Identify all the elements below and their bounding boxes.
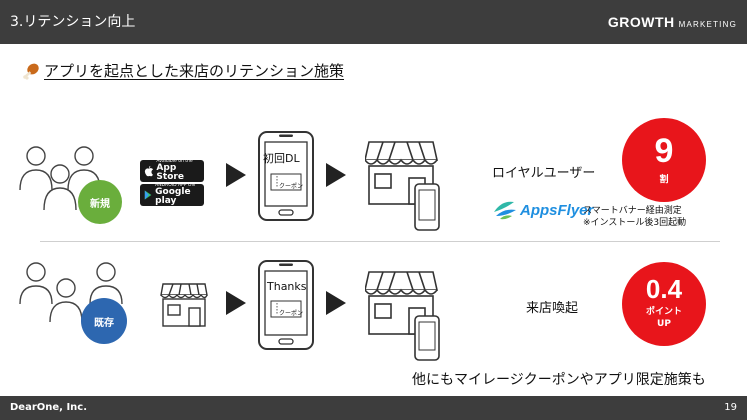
subtitle-text: アプリを起点とした来店のリテンション施策 bbox=[44, 62, 345, 80]
appsflyer-note-line2: ※インストール後3回起動 bbox=[583, 218, 687, 229]
point-stat-circle: 0.4 ポイント UP bbox=[622, 262, 706, 346]
point-stat-value: 0.4 bbox=[645, 274, 683, 304]
appsflyer-note-line1: スマートバナー経由測定 bbox=[583, 206, 682, 216]
point-stat-unit-line1: ポイント bbox=[645, 307, 682, 317]
appsflyer-note: スマートバナー経由測定 ※インストール後3回起動 bbox=[583, 205, 686, 229]
store-with-phone-icon bbox=[365, 271, 440, 361]
app-store-small: Available on the bbox=[156, 158, 193, 164]
row-divider bbox=[40, 241, 720, 242]
visit-prompt-label: 来店喚起 bbox=[526, 301, 579, 316]
point-stat-unit-line2: UP bbox=[657, 319, 671, 329]
google-play-icon bbox=[144, 190, 152, 200]
appsflyer-name: AppsFlyer bbox=[520, 201, 594, 219]
page-number: 19 bbox=[724, 402, 737, 413]
loyal-stat-unit: 割 bbox=[659, 175, 669, 185]
store-with-phone-icon bbox=[365, 141, 440, 231]
loyal-user-label: ロイヤルユーザー bbox=[492, 166, 596, 181]
phone-icon bbox=[258, 131, 314, 221]
google-play-small: ANDROID APP ON bbox=[155, 182, 195, 188]
phone-thanks-text: Thanks bbox=[267, 280, 307, 293]
existing-users-group-icon bbox=[19, 262, 123, 323]
phone-icon bbox=[258, 260, 314, 350]
chicken-leg-icon bbox=[23, 63, 39, 80]
store-icon bbox=[160, 283, 208, 327]
existing-badge: 既存 bbox=[81, 298, 127, 344]
company-name: DearOne, Inc. bbox=[10, 402, 88, 413]
page-title: 3.リテンション向上 bbox=[10, 14, 136, 30]
appsflyer-logo: AppsFlyer bbox=[492, 200, 593, 220]
coupon-label-existing: クーポン bbox=[279, 310, 304, 317]
appsflyer-leaf-icon bbox=[494, 201, 516, 220]
loyal-stat-circle: 9 割 bbox=[622, 118, 706, 202]
section-subtitle: アプリを起点とした来店のリテンション施策 bbox=[22, 60, 344, 81]
arrow-right-icon bbox=[226, 291, 246, 315]
arrow-right-icon bbox=[226, 163, 246, 187]
arrow-right-icon bbox=[326, 163, 346, 187]
google-play-large: Google play bbox=[155, 187, 191, 207]
arrow-right-icon bbox=[326, 291, 346, 315]
logo-main: GROWTH bbox=[607, 14, 675, 30]
logo-sub: MARKETING bbox=[678, 20, 737, 29]
footer-bar: DearOne, Inc. 19 bbox=[0, 396, 747, 420]
new-badge: 新規 bbox=[78, 180, 122, 224]
footnote-text: 他にもマイレージクーポンやアプリ限定施策も bbox=[412, 372, 706, 388]
apple-icon bbox=[144, 165, 153, 177]
loyal-stat-value: 9 bbox=[654, 132, 674, 170]
app-store-large: App Store bbox=[156, 163, 184, 183]
coupon-label-new: クーポン bbox=[279, 183, 304, 190]
phone-first-dl-text: 初回DL bbox=[263, 152, 300, 165]
